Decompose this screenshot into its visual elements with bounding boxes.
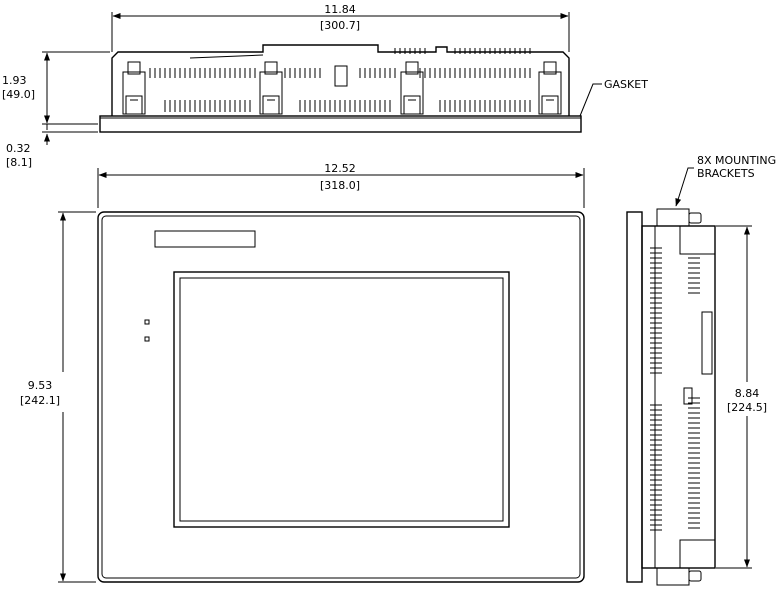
top-mounting-bracket-4 [538, 61, 562, 115]
side-switch [683, 387, 693, 405]
front-label-window [154, 230, 256, 248]
side-bottom-block [679, 539, 716, 569]
front-height-in: 9.53 [28, 379, 53, 392]
side-vents [650, 247, 700, 531]
top-width-mm: [300.7] [320, 19, 360, 32]
front-display-frame [173, 271, 510, 528]
status-led-1 [144, 319, 150, 325]
top-mounting-bracket-2 [259, 61, 283, 115]
top-mounting-bracket-3 [400, 61, 424, 115]
bracket-label-line-2: BRACKETS [697, 167, 755, 180]
side-bracket-screw-top [688, 212, 702, 224]
front-width-in: 12.52 [324, 162, 356, 175]
status-led-2 [144, 336, 150, 342]
gasket-label: GASKET [604, 78, 648, 91]
side-bracket-top [656, 208, 690, 227]
side-bracket-bottom [656, 567, 690, 586]
top-bezel [99, 115, 582, 133]
front-bezel-outer [97, 211, 585, 583]
top-mounting-bracket-1 [122, 61, 146, 115]
bezel-in: 0.32 [6, 142, 31, 155]
top-housing-detail [189, 54, 264, 59]
top-connector [334, 65, 348, 87]
side-top-block [679, 225, 716, 255]
bracket-leader [675, 167, 694, 207]
bezel-mm: [8.1] [6, 156, 32, 169]
side-height-in: 8.84 [735, 387, 760, 400]
top-width-in: 11.84 [324, 3, 356, 16]
front-bezel-inner [101, 215, 581, 579]
depth-mm: [49.0] [2, 88, 35, 101]
depth-in: 1.93 [2, 74, 27, 87]
front-view: 12.52 [318.0] 9.53 [242.1] [20, 162, 585, 583]
front-display-screen [179, 277, 504, 522]
top-vents-upper [149, 48, 531, 78]
side-body [641, 225, 716, 569]
gasket-leader [579, 83, 602, 117]
top-view: 11.84 [300.7] [2, 3, 648, 169]
side-bezel [626, 211, 643, 583]
side-connector [701, 311, 713, 375]
front-height-mm: [242.1] [20, 394, 60, 407]
bracket-label-line-1: 8X MOUNTING [697, 154, 776, 167]
side-height-mm: [224.5] [727, 401, 767, 414]
side-bracket-screw-bottom [688, 570, 702, 582]
top-housing-outline [111, 44, 570, 116]
top-vents-lower [164, 100, 531, 112]
side-view: 8X MOUNTING BRACKETS 8.84 [224.5] [626, 154, 776, 586]
front-width-mm: [318.0] [320, 179, 360, 192]
